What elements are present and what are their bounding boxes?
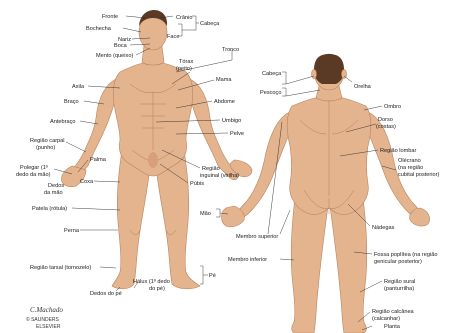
label-coxa: Coxa bbox=[80, 179, 94, 185]
label-axila: Axila bbox=[72, 84, 85, 90]
back-right-hand bbox=[410, 208, 430, 226]
label-regiao-lombar: Região lombar bbox=[380, 148, 417, 154]
label-fossa-poplitea: Fossa poplítea (na região bbox=[374, 252, 437, 258]
label-nadegas: Nádegas bbox=[372, 225, 395, 231]
label-dorso: Dorso bbox=[378, 117, 393, 123]
label-pescoco: Pescoço bbox=[260, 90, 281, 96]
label-regiao-calcanea-calcanhar: (calcanhar) bbox=[372, 316, 400, 322]
label-dedos-mao-2: da mão bbox=[44, 190, 63, 196]
label-regiao-sural-panturrilha: (panturrilha) bbox=[384, 286, 414, 292]
label-ombro: Ombro bbox=[384, 104, 401, 110]
label-olecrano: Olécrano bbox=[398, 158, 421, 164]
label-regiao-calcanea: Região calcânea bbox=[372, 309, 415, 315]
label-mento: Mento (queixo) bbox=[96, 53, 133, 59]
label-mao: Mão bbox=[200, 211, 211, 217]
label-fronte: Fronte bbox=[102, 14, 118, 20]
artist-signature: C.Machado © SAUNDERS ELSEVIER bbox=[26, 306, 63, 330]
front-genitals bbox=[148, 152, 158, 168]
label-olecrano-regiao: (na região bbox=[398, 165, 423, 171]
label-membro-superior: Membro superior bbox=[236, 234, 278, 240]
label-abdome: Abdome bbox=[214, 99, 235, 105]
label-mama: Mama bbox=[216, 77, 232, 83]
label-torax: Tórax bbox=[179, 59, 194, 65]
label-patela: Patela (rótula) bbox=[32, 206, 67, 212]
label-dorso-costas: (costas) bbox=[376, 124, 396, 130]
label-polegar: Polegar (1º bbox=[20, 164, 48, 171]
label-regiao-inguinal-virilha: inguinal (virilha) bbox=[200, 173, 239, 179]
label-polegar-dedo: dedo da mão) bbox=[16, 172, 51, 178]
label-fossa-poplitea-genicular: genicular posterior) bbox=[374, 259, 422, 265]
signature-publisher: © SAUNDERS bbox=[26, 316, 60, 323]
label-boca: Boca bbox=[114, 43, 128, 49]
label-regiao-sural: Região sural bbox=[384, 279, 415, 285]
back-left-ear bbox=[312, 70, 317, 79]
label-orelha: Orelha bbox=[354, 84, 372, 90]
label-umbigo: Umbigo bbox=[222, 118, 241, 124]
label-pubis: Púbis bbox=[190, 181, 204, 187]
signature-imprint: ELSEVIER bbox=[36, 324, 61, 330]
label-pelve: Pelve bbox=[230, 131, 244, 137]
label-halux: Hálux (1º dedo bbox=[133, 278, 170, 285]
label-cabeca-front: Cabeça bbox=[200, 21, 220, 27]
label-cabeca-back: Cabeça bbox=[262, 71, 282, 77]
label-torax-peito: (peito) bbox=[176, 66, 192, 72]
front-left-arm bbox=[68, 78, 118, 180]
label-pe: Pé bbox=[209, 273, 216, 279]
label-regiao-inguinal: Região bbox=[202, 166, 220, 172]
label-cranio: Crânio bbox=[176, 15, 192, 21]
label-olecrano-cubital: cubital posterior) bbox=[398, 172, 439, 178]
label-dedos-pe: Dedos do pé bbox=[90, 291, 122, 297]
label-palma: Palma bbox=[90, 157, 107, 163]
label-perna: Perna bbox=[64, 228, 80, 234]
label-dedos-mao: Dedos bbox=[48, 183, 64, 189]
label-regiao-carpal: Região carpal bbox=[30, 138, 65, 144]
label-antebraco: Antebraço bbox=[50, 119, 76, 125]
signature-artist: C.Machado bbox=[30, 306, 63, 314]
label-regiao-tarsal: Região tarsal (tornozelo) bbox=[30, 265, 91, 271]
label-halux-2: do pé) bbox=[149, 286, 165, 292]
back-hair bbox=[314, 54, 344, 84]
label-tronco: Tronco bbox=[222, 47, 239, 53]
label-face: Face bbox=[167, 34, 179, 40]
label-braco: Braço bbox=[64, 99, 79, 105]
label-planta: Planta bbox=[384, 324, 401, 330]
label-regiao-carpal-punho: (punho) bbox=[36, 145, 55, 151]
label-membro-inferior: Membro inferior bbox=[228, 257, 267, 263]
label-bochecha: Bochecha bbox=[86, 26, 112, 32]
